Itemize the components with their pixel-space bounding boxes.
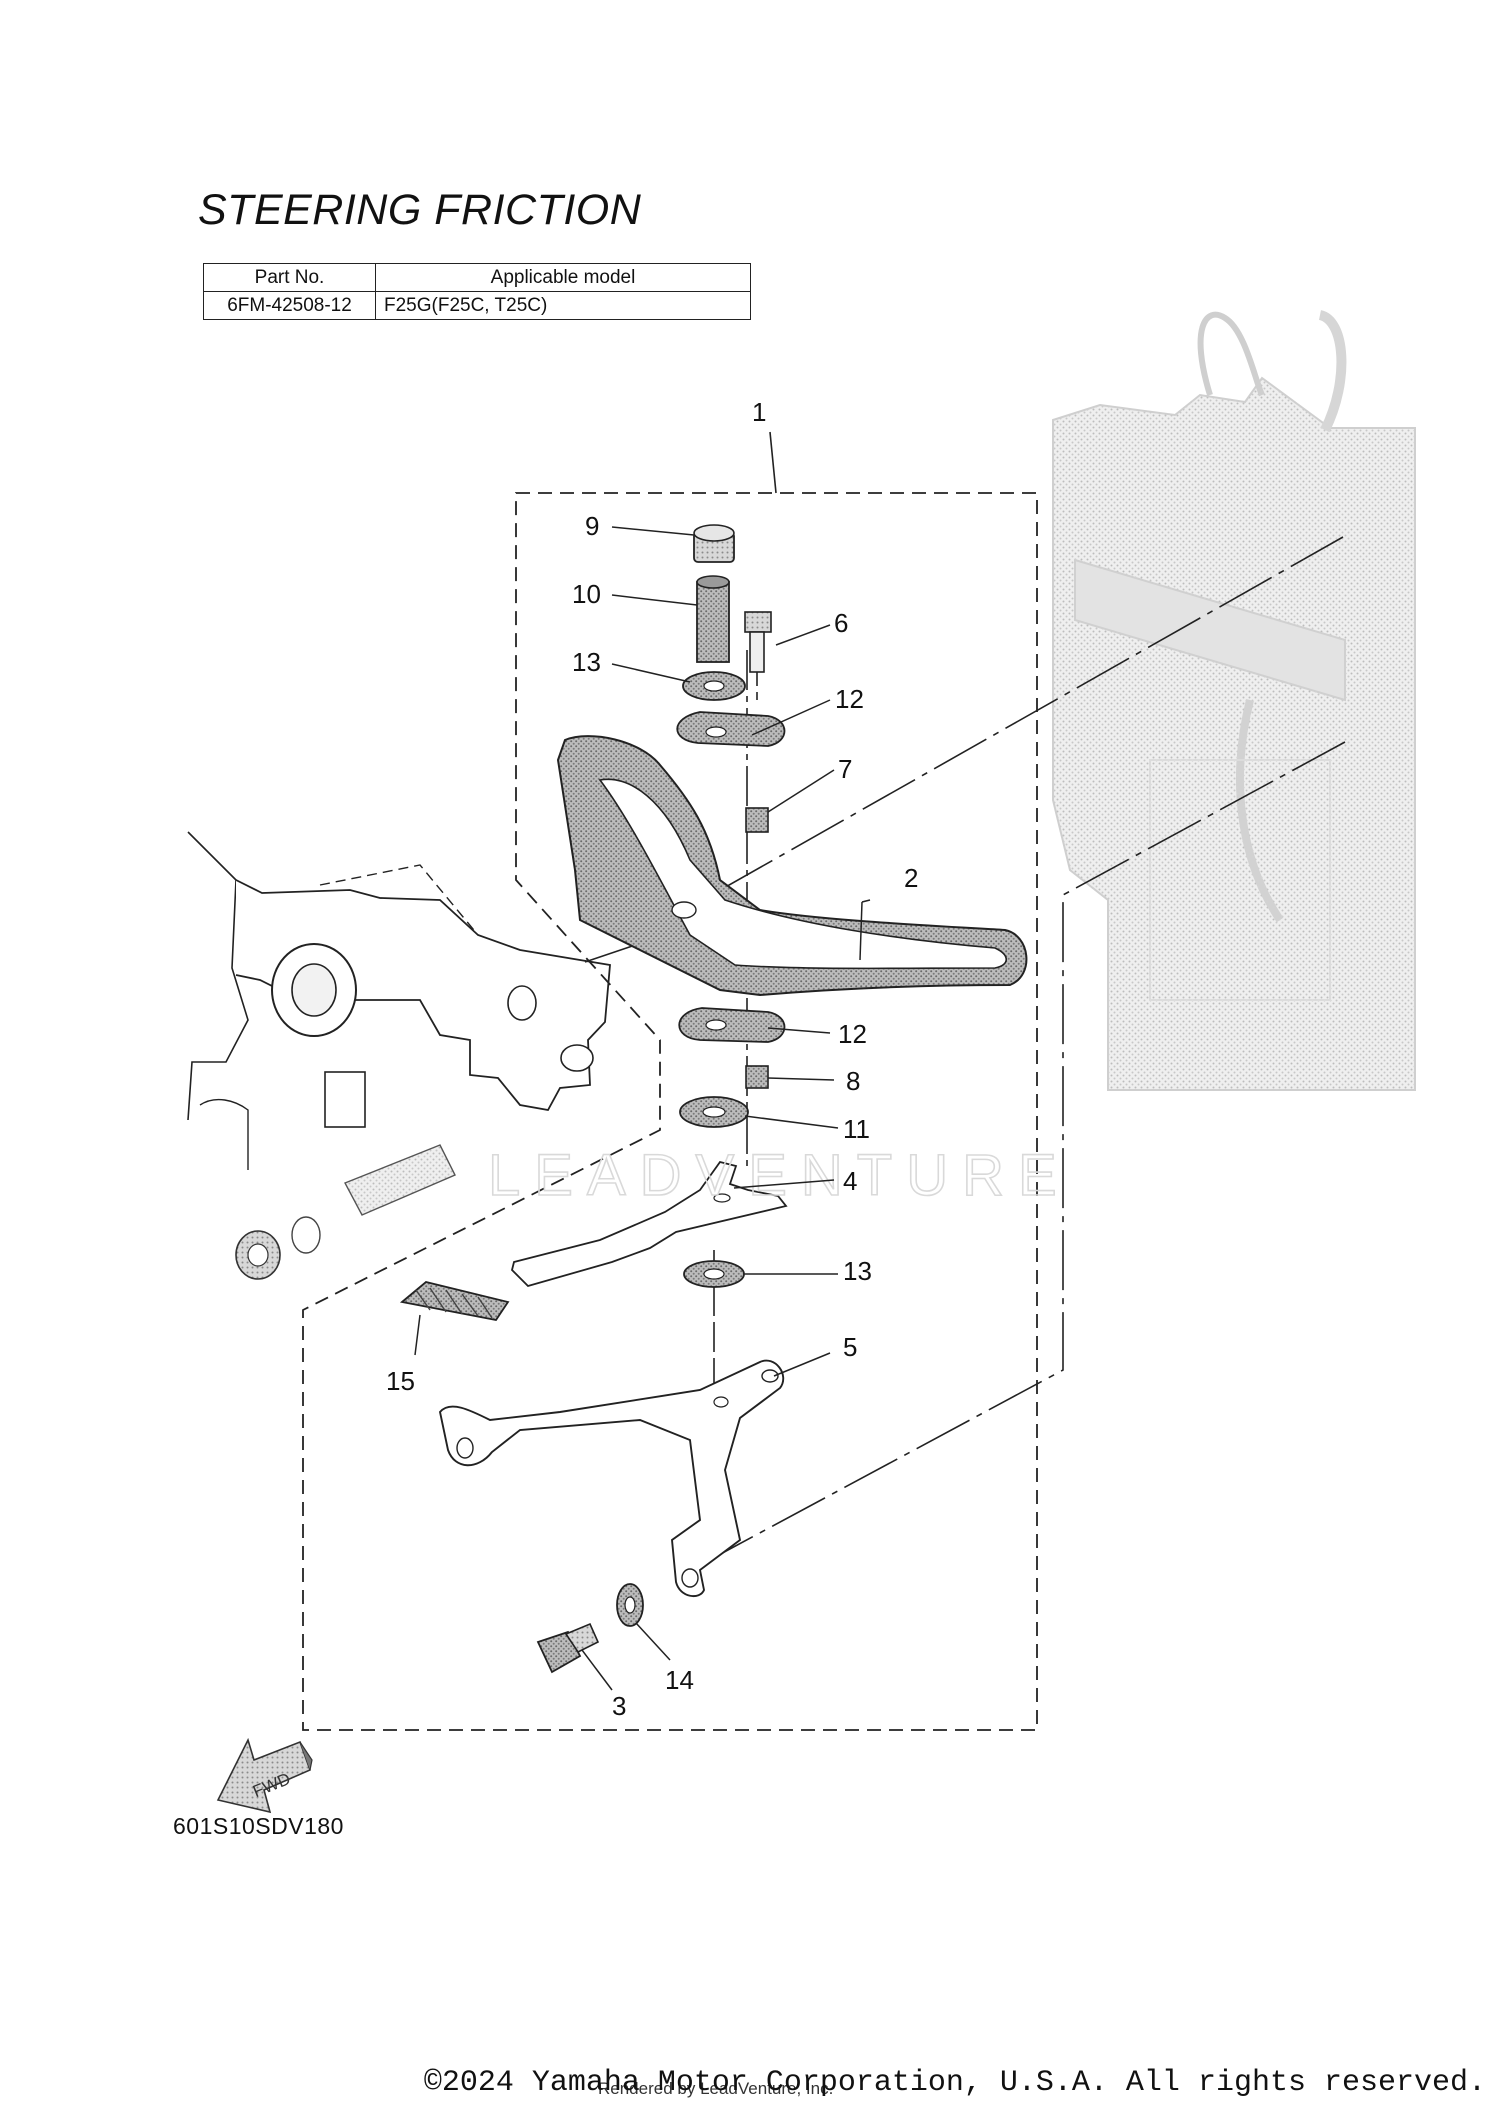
callout-12-upper: 12 (835, 684, 864, 714)
applicable-model-cell: F25G(F25C, T25C) (375, 291, 751, 320)
part-number-cell: 6FM-42508-12 (203, 291, 376, 320)
part-15-friction-pad (399, 1281, 510, 1321)
callout-11: 11 (843, 1114, 870, 1144)
part-1-group-outline (302, 492, 1038, 1731)
callout-5: 5 (843, 1332, 857, 1362)
model-table: Part No. Applicable model 6FM-42508-12 F… (203, 263, 751, 320)
part-2-friction-plate (556, 735, 1028, 997)
diagram-title: STEERING FRICTION (198, 186, 642, 234)
callout-3: 3 (612, 1691, 626, 1721)
callout-9: 9 (585, 511, 599, 541)
copyright-notice: ©2024 Yamaha Motor Corporation, U.S.A. A… (423, 2066, 1486, 2100)
callout-14: 14 (665, 1665, 694, 1695)
model-table-row: 6FM-42508-12 F25G(F25C, T25C) (203, 291, 751, 320)
part-10-pin (696, 575, 730, 663)
part-3-bolt (536, 1622, 600, 1674)
model-table-header: Part No. Applicable model (203, 263, 751, 292)
engine-housing-background (1052, 310, 1416, 1091)
part-8-collar (745, 1065, 769, 1089)
part-12-plate-lower (678, 1007, 786, 1043)
callout-leaders (414, 526, 871, 1691)
part-5-link-arm (438, 1359, 785, 1598)
callout-12-lower: 12 (838, 1019, 867, 1049)
callout-13-upper: 13 (572, 647, 601, 677)
watermark: LEADVENTURE (488, 1143, 1071, 1208)
bracket-hardware (235, 1144, 456, 1280)
rendered-by-text: Rendered by LeadVenture, Inc. (598, 2079, 834, 2098)
callout-13-lower: 13 (843, 1256, 872, 1286)
header-applicable-model: Applicable model (375, 263, 751, 292)
part-9-nut (693, 524, 735, 563)
callout-15: 15 (386, 1366, 415, 1396)
part-12-plate-upper (676, 711, 786, 747)
forward-arrow-icon: FWD (216, 1737, 313, 1814)
diagram-code: 601S10SDV180 (173, 1813, 344, 1839)
part-7-collar (745, 807, 769, 833)
callout-10: 10 (572, 579, 601, 609)
callout-1: 1 (752, 397, 766, 427)
callout-numbers: 1 2 3 4 5 6 7 8 9 10 11 12 12 13 13 14 1… (386, 397, 918, 1721)
callout-8: 8 (846, 1066, 860, 1096)
header-part-no: Part No. (203, 263, 376, 292)
callout-7: 7 (838, 754, 852, 784)
callout-4: 4 (843, 1166, 857, 1196)
callout-2: 2 (904, 863, 918, 893)
swivel-bracket-outline (187, 831, 611, 1170)
part-6-bolt (744, 611, 772, 673)
callout-6: 6 (834, 608, 848, 638)
